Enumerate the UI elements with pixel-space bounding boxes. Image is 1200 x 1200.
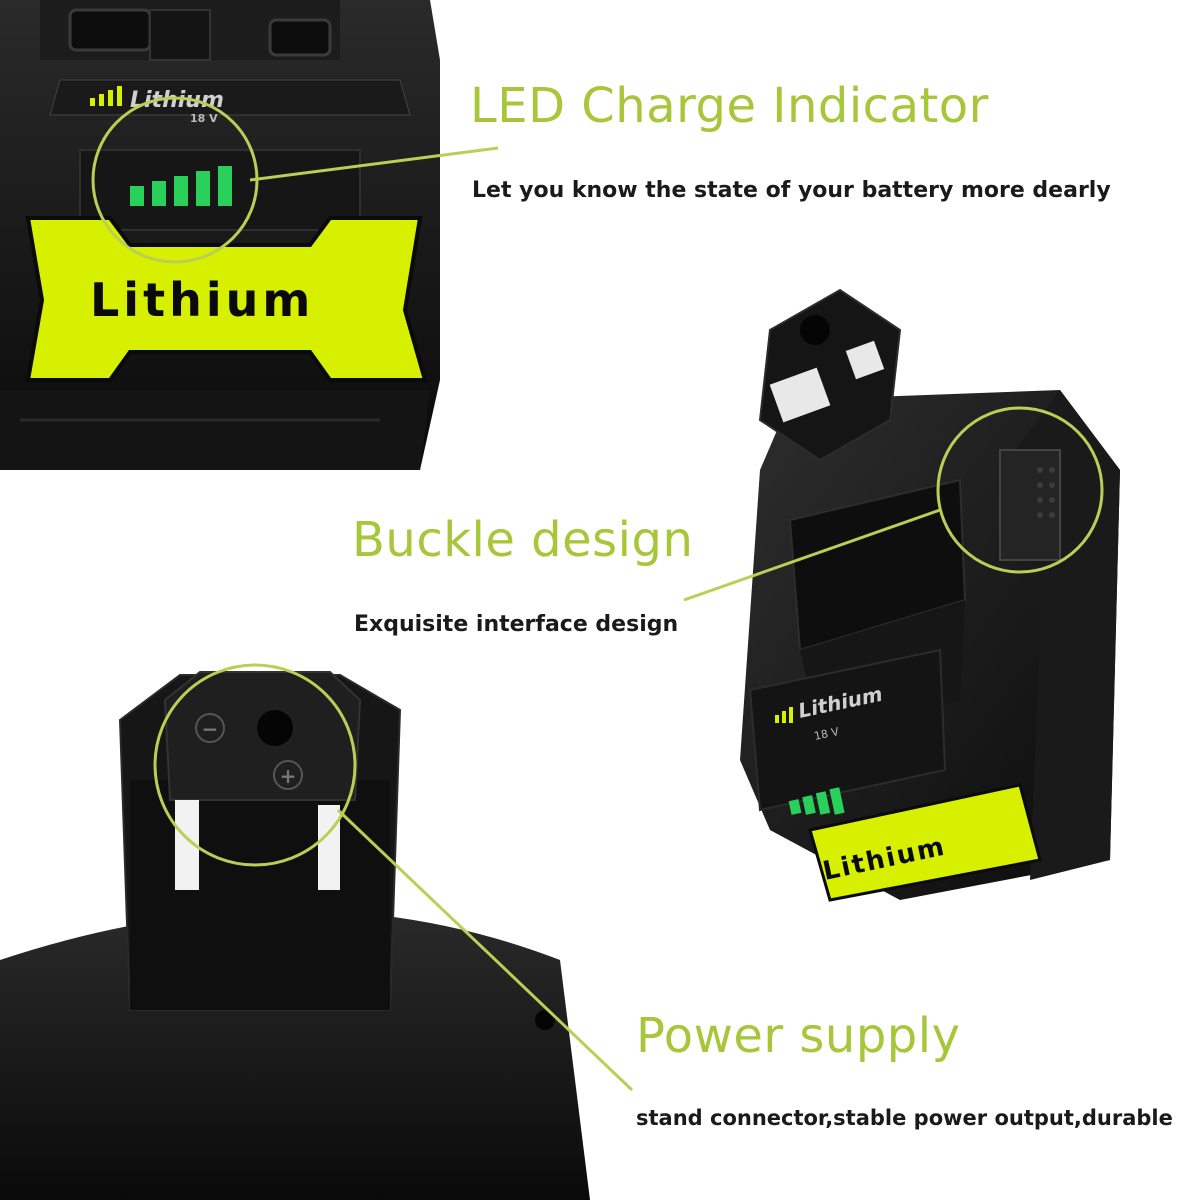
side-battery-icon: Lithium 18 V Lithium [740, 288, 1120, 902]
battery-brand-large: Lithium [90, 273, 314, 327]
bottom-battery-icon: − + [0, 663, 590, 1200]
power-feature-title: Power supply [636, 1008, 961, 1064]
signal-bars-icon [90, 86, 122, 106]
terminal-contact-right [318, 805, 340, 890]
buckle-callout-line [683, 508, 941, 602]
led-indicator-icon [130, 166, 232, 206]
led-feature-title: LED Charge Indicator [470, 78, 989, 134]
battery-brand-small: Lithium [130, 88, 224, 113]
led-feature-description: Let you know the state of your battery m… [472, 178, 1111, 203]
side-led-indicator-icon [788, 787, 845, 815]
buckle-feature-description: Exquisite interface design [354, 612, 679, 637]
led-callout-line [249, 146, 499, 182]
terminal-minus-icon: − [202, 717, 219, 741]
battery-voltage-label: 18 V [190, 112, 218, 125]
power-feature-description: stand connector,stable power output,dura… [636, 1106, 1173, 1130]
side-battery-voltage: 18 V [813, 725, 841, 743]
power-callout-line [336, 808, 634, 1092]
top-battery-icon: Lithium 18 V Lithium [0, 0, 440, 470]
terminal-plus-icon: + [280, 764, 297, 788]
buckle-feature-title: Buckle design [352, 512, 694, 568]
